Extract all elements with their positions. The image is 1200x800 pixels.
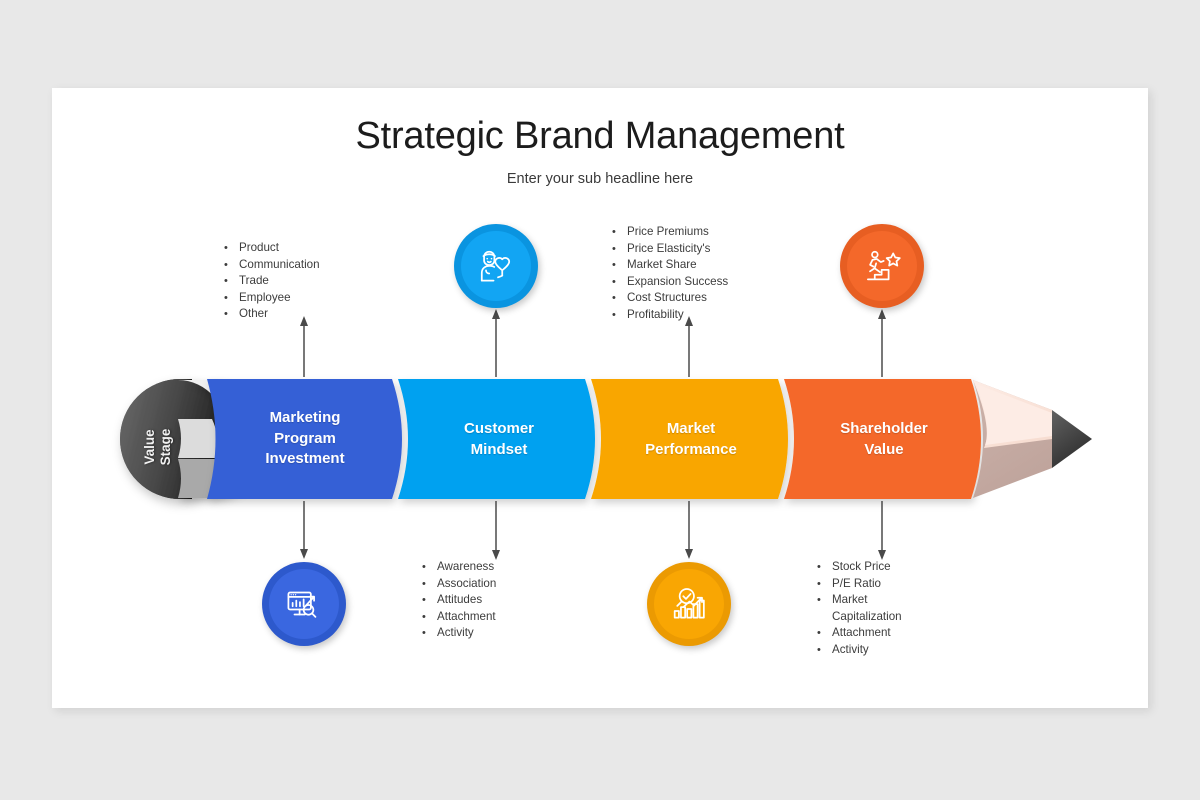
- bullet-icon: •: [224, 242, 228, 254]
- bullet-icon: •: [817, 627, 821, 639]
- person-heart-balloon-icon: [480, 250, 511, 282]
- slide-canvas: Strategic Brand Management Enter your su…: [52, 88, 1148, 708]
- bullet-icon: •: [817, 643, 821, 656]
- arrow-up-shareholder-head: [878, 309, 886, 319]
- bullet-icon: •: [422, 577, 426, 590]
- list-item: •Trade: [224, 273, 320, 290]
- arrow-down-shareholder-head: [878, 550, 886, 560]
- pencil-diagram: [120, 309, 1092, 560]
- list-item: •Communication: [224, 257, 320, 274]
- arrow-down-marketing-head: [300, 549, 308, 559]
- badge-disc: [461, 231, 531, 301]
- monitor-chart-search-icon: [287, 591, 317, 618]
- pencil-tip: [973, 380, 1092, 498]
- callout-shareholder-value-bottom: •Stock Price •P/E Ratio •Market Capitali…: [817, 559, 902, 658]
- arrow-up-market-head: [685, 316, 693, 326]
- pencil-segment-4: [784, 379, 981, 499]
- badge-disc: [654, 569, 724, 639]
- person-stairs-star-icon: [867, 250, 901, 281]
- pencil-segment-2: [398, 379, 595, 499]
- arrow-down-market-head: [685, 549, 693, 559]
- connector-arrows: [300, 309, 886, 560]
- list-item: •Attitudes: [422, 592, 496, 609]
- callout-market-performance-top: •Price Premiums •Price Elasticity's •Mar…: [612, 224, 728, 323]
- badge-disc: [847, 231, 917, 301]
- bullet-icon: •: [817, 594, 821, 606]
- bullet-icon: •: [817, 577, 821, 590]
- list-item: •Activity: [817, 642, 902, 659]
- callout-marketing-top: •Product •Communication •Trade •Employee…: [224, 240, 320, 323]
- list-item: •Expansion Success: [612, 274, 728, 291]
- bullet-icon: •: [422, 627, 426, 639]
- list-item: •Stock Price: [817, 559, 902, 576]
- list-item: •Activity: [422, 625, 496, 642]
- page-subtitle: Enter your sub headline here: [506, 171, 694, 187]
- pencil-segment-1: [207, 379, 402, 499]
- list-item: •Market Share: [612, 257, 728, 274]
- arrow-up-marketing-head: [300, 316, 308, 326]
- arrow-up-customer-head: [492, 309, 500, 319]
- pencil-barrel: [207, 379, 981, 499]
- shareholder-value-badge[interactable]: [840, 224, 924, 308]
- bullet-icon: •: [612, 308, 616, 321]
- list-item: •Market Capitalization: [817, 592, 902, 625]
- search-check-chart-icon: [673, 588, 705, 619]
- market-performance-badge[interactable]: [647, 562, 731, 646]
- bullet-icon: •: [224, 275, 228, 287]
- bullet-icon: •: [422, 561, 426, 573]
- bullet-icon: •: [612, 242, 616, 255]
- list-item: •Price Premiums: [612, 224, 728, 241]
- list-item: •Awareness: [422, 559, 496, 576]
- list-item: •Employee: [224, 290, 320, 307]
- list-item: •Attachment: [422, 609, 496, 626]
- bullet-icon: •: [422, 610, 426, 623]
- arrow-down-customer-head: [492, 550, 500, 560]
- customer-mindset-badge[interactable]: [454, 224, 538, 308]
- list-item: •Attachment: [817, 625, 902, 642]
- list-item: •Profitability: [612, 307, 728, 324]
- pencil-segment-3: [591, 379, 788, 499]
- callout-customer-mindset-bottom: •Awareness •Association •Attitudes •Atta…: [422, 559, 496, 642]
- marketing-investment-badge[interactable]: [262, 562, 346, 646]
- list-item: •Cost Structures: [612, 290, 728, 307]
- bullet-icon: •: [612, 292, 616, 304]
- list-item: •Association: [422, 576, 496, 593]
- bullet-icon: •: [224, 258, 228, 271]
- list-item: •Product: [224, 240, 320, 257]
- bullet-icon: •: [224, 308, 228, 320]
- bullet-icon: •: [817, 561, 821, 573]
- list-item: •Other: [224, 306, 320, 323]
- page-title: Strategic Brand Management: [355, 115, 845, 157]
- bullet-icon: •: [612, 275, 616, 288]
- list-item: •P/E Ratio: [817, 576, 902, 593]
- list-item: •Price Elasticity's: [612, 241, 728, 258]
- bullet-icon: •: [612, 226, 616, 238]
- eraser-label: Value Stage: [142, 428, 173, 466]
- bullet-icon: •: [612, 259, 616, 271]
- bullet-icon: •: [224, 291, 228, 304]
- bullet-icon: •: [422, 594, 426, 606]
